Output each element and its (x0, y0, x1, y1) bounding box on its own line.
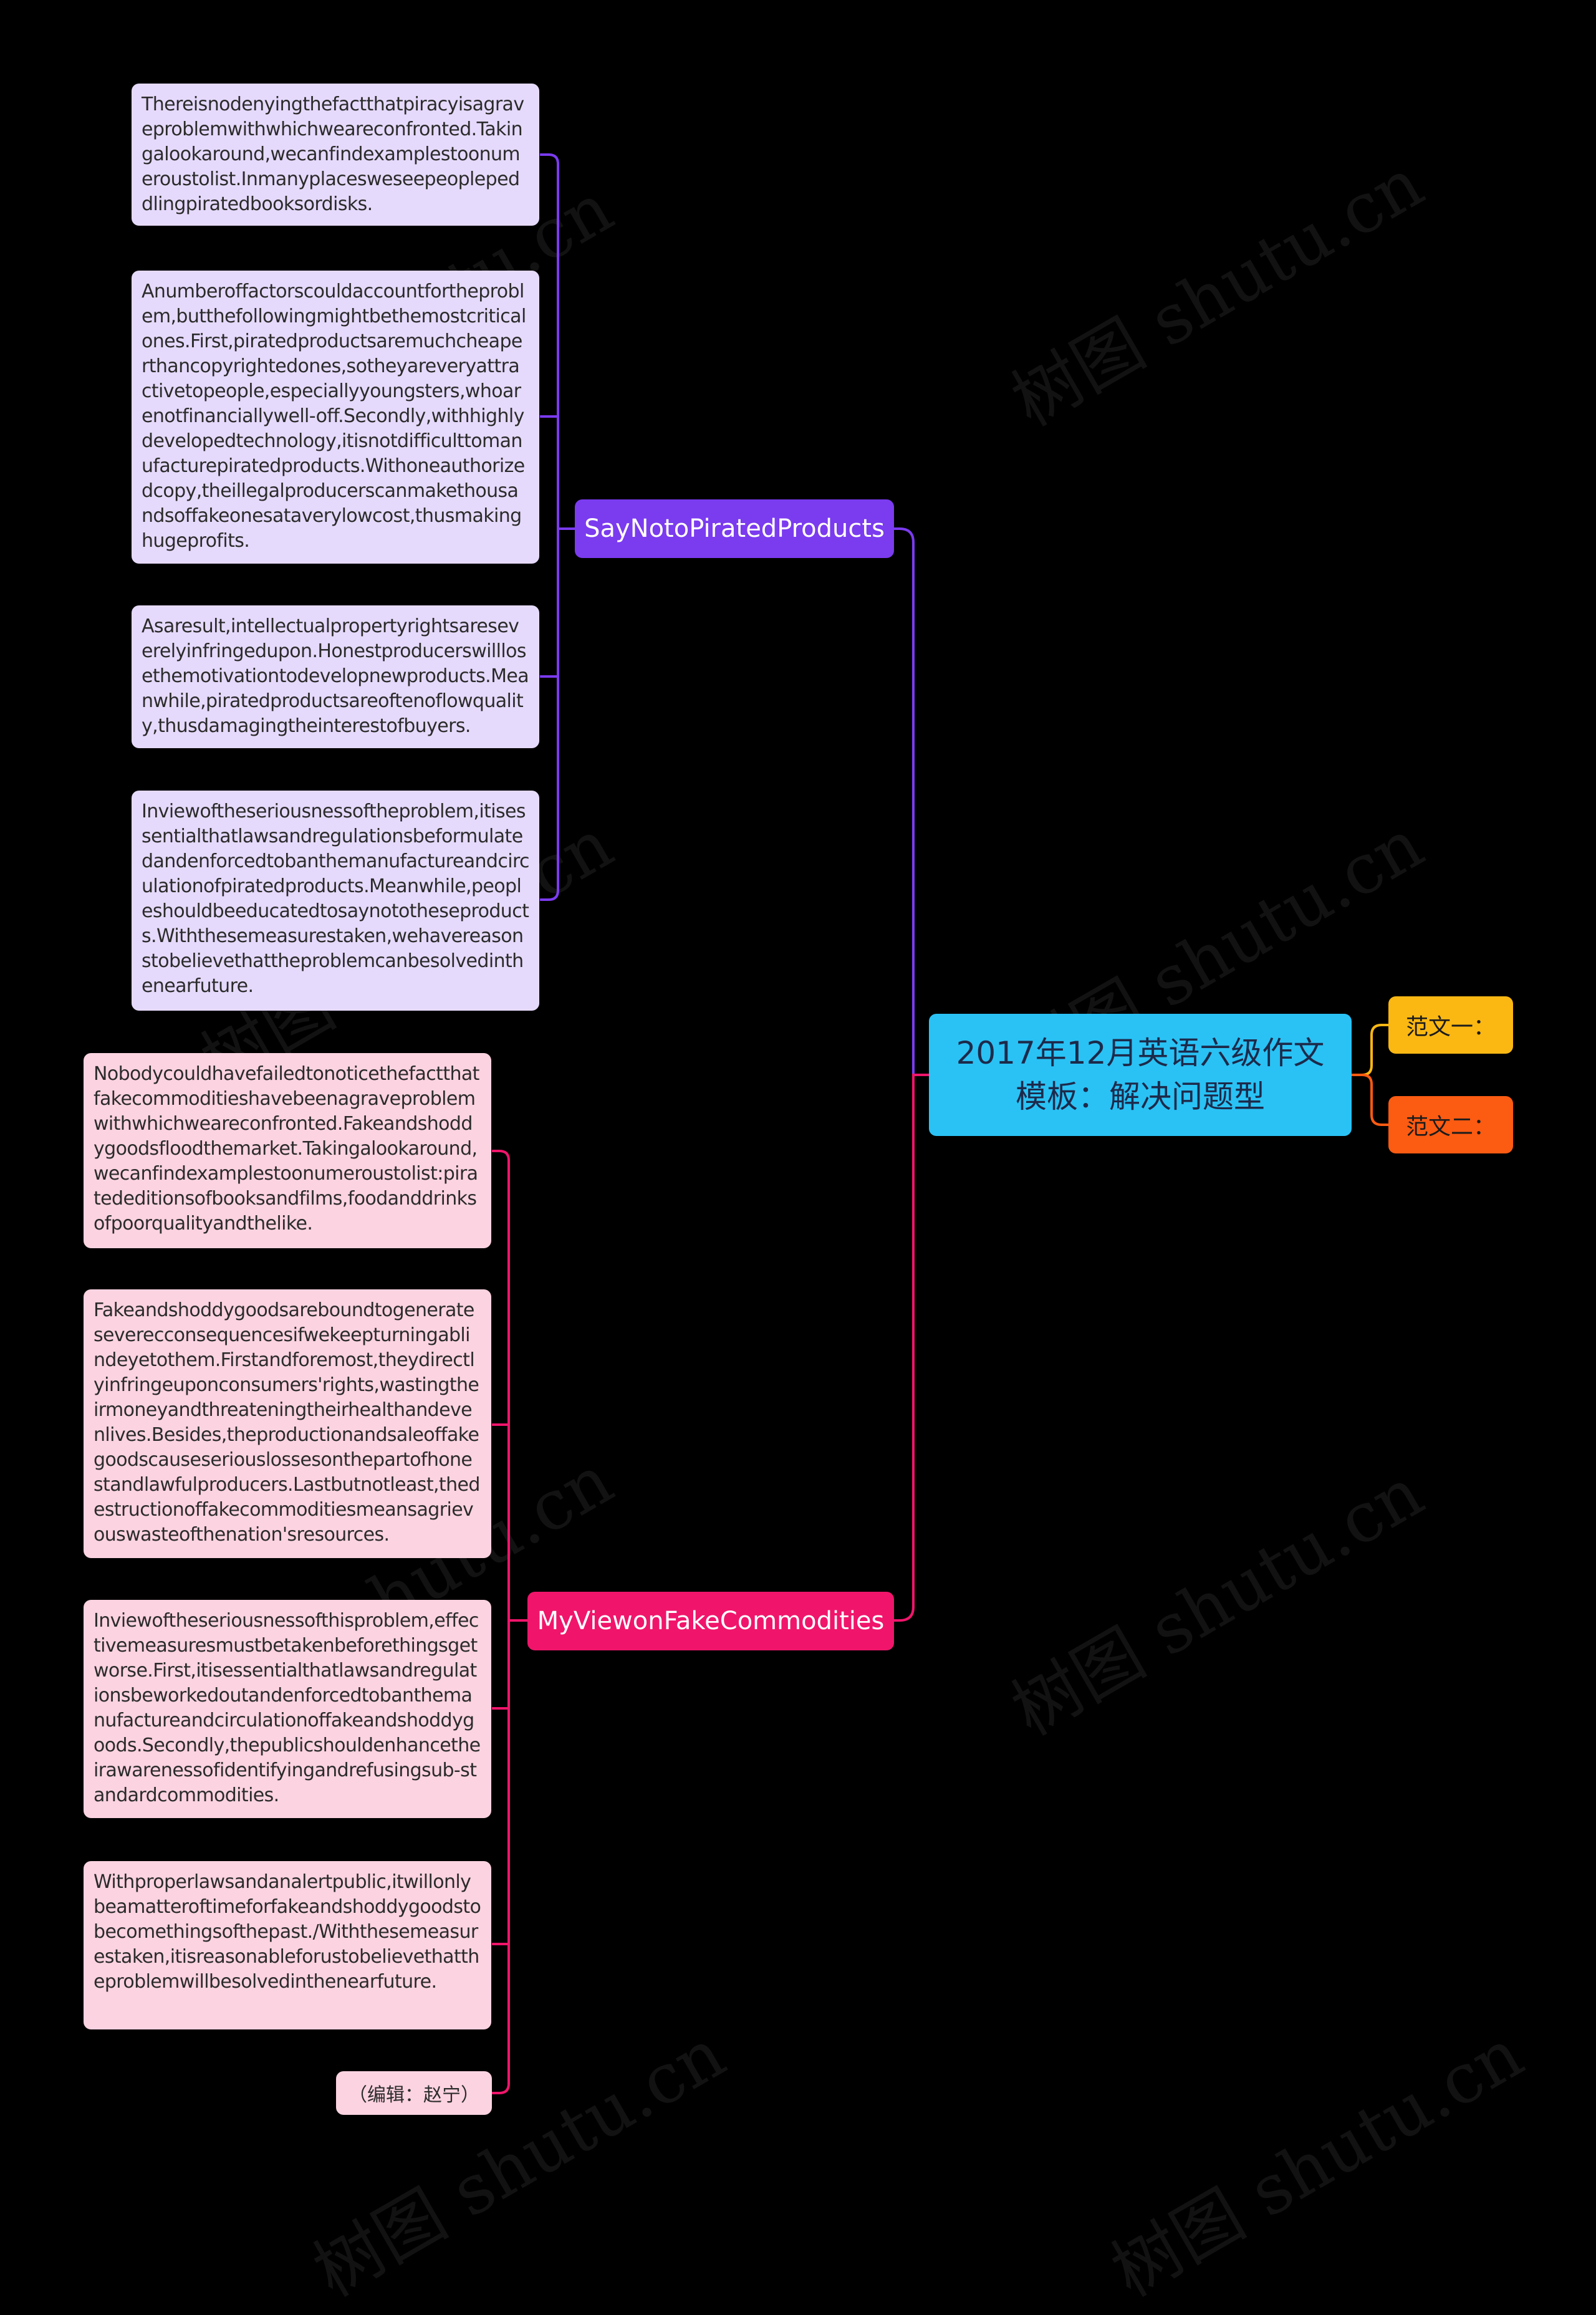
branch-2-leaf-4: Withproperlawsandanalertpublic,itwillonl… (84, 1861, 491, 2029)
branch-1-leaf-4: Inviewoftheseriousnessoftheproblem,itise… (132, 791, 539, 1011)
branch-1-leaf-1: Thereisnodenyingthefactthatpiracyisagrav… (132, 84, 539, 226)
branch-1-topic[interactable]: SayNotoPiratedProducts (575, 499, 894, 558)
branch-2-topic[interactable]: MyViewonFakeCommodities (527, 1592, 894, 1650)
tag-sample-essay-1[interactable]: 范文一： (1388, 996, 1513, 1054)
connector-branch-1-leaf-1 (540, 153, 559, 901)
branch-2-leaf-3: Inviewoftheseriousnessofthisproblem,effe… (84, 1600, 491, 1818)
branch-1-leaf-2: Anumberoffactorscouldaccountfortheproble… (132, 271, 539, 564)
editor-credit: （编辑：赵宁） (336, 2071, 492, 2115)
connector-root-to-tag-1 (1352, 1024, 1388, 1076)
branch-1-leaf-3: Asaresult,intellectualpropertyrightsares… (132, 605, 539, 748)
connector-root-to-branch-1 (893, 527, 929, 1076)
branch-2-leaf-2: Fakeandshoddygoodsareboundtogenerateseve… (84, 1289, 491, 1558)
branch-2-leaf-1: Nobodycouldhavefailedtonoticethefactthat… (84, 1053, 491, 1248)
connector-lines (492, 153, 1388, 2094)
tag-sample-essay-2[interactable]: 范文二： (1388, 1096, 1513, 1153)
connector-root-to-tag-2 (1352, 1074, 1388, 1126)
connector-root-to-branch-2 (893, 1074, 929, 1622)
root-topic[interactable]: 2017年12月英语六级作文模板：解决问题型 (929, 1014, 1352, 1136)
connector-branch-2-leaf-1 (492, 1150, 510, 2094)
